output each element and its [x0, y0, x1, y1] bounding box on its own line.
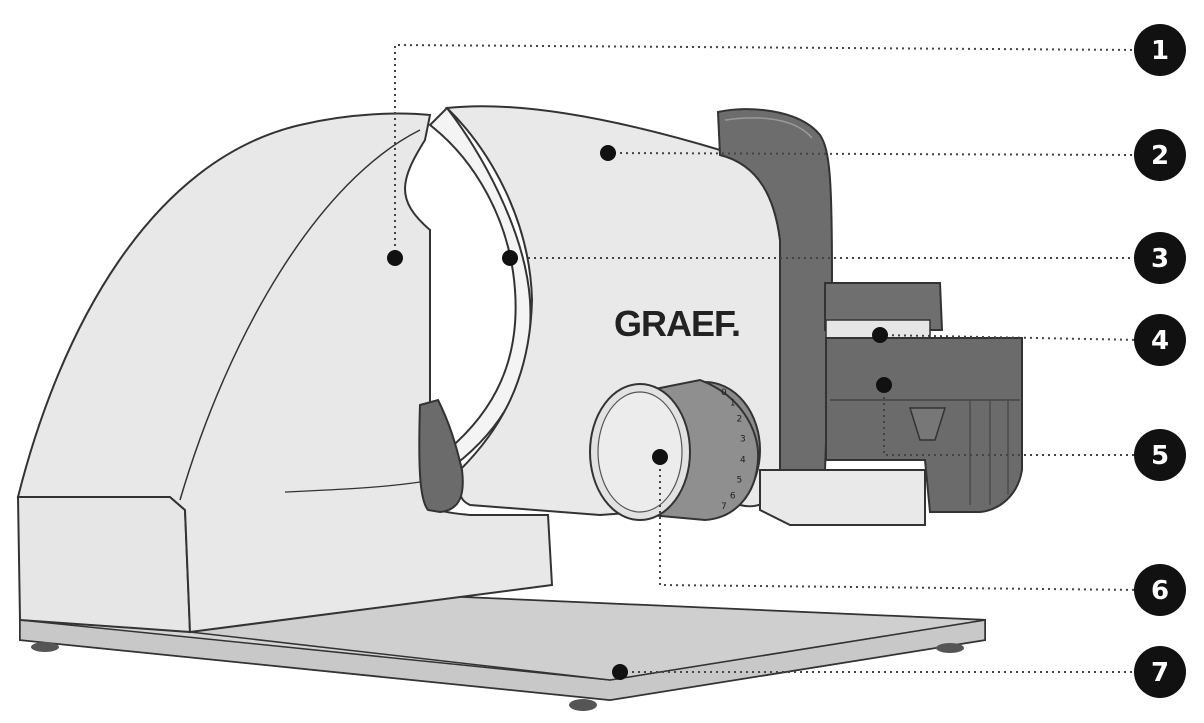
- callout-number: 4: [1151, 326, 1169, 356]
- dial-scale-number: 5: [737, 476, 743, 486]
- carriage: [716, 108, 1023, 526]
- blade-lever: [418, 398, 464, 514]
- leader-line-6: [659, 457, 1141, 591]
- leader-lines: [394, 43, 1141, 673]
- dial-scale-number: 1: [730, 398, 736, 408]
- callout-number: 6: [1151, 576, 1169, 606]
- anchor-dot-3: [502, 250, 518, 266]
- leader-dots: [387, 145, 892, 680]
- dial-scale-number: 3: [740, 434, 746, 444]
- callout-number: 5: [1151, 441, 1169, 471]
- anchor-dot-7: [612, 664, 628, 680]
- foot: [936, 643, 964, 653]
- callout-3: 3: [1134, 232, 1186, 284]
- foot: [569, 699, 597, 711]
- callout-7: 7: [1134, 646, 1186, 698]
- dial-scale-number: 7: [721, 502, 727, 512]
- thickness-dial: 012 3 4 567: [589, 378, 761, 522]
- dial-scale: 012 3 4 567: [721, 388, 746, 512]
- callout-4: 4: [1134, 314, 1186, 366]
- callout-number: 1: [1151, 36, 1169, 66]
- callout-number: 2: [1151, 141, 1169, 171]
- callout-6: 6: [1134, 564, 1186, 616]
- foot: [31, 642, 59, 652]
- callout-1: 1: [1134, 24, 1186, 76]
- anchor-dot-5: [876, 377, 892, 393]
- dial-scale-number: 6: [730, 492, 736, 502]
- callout-2: 2: [1134, 129, 1186, 181]
- dial-scale-number: 4: [740, 456, 746, 466]
- anchor-dot-6: [652, 449, 668, 465]
- leader-line-5: [883, 385, 1140, 456]
- anchor-dot-4: [872, 327, 888, 343]
- leader-line-4: [879, 334, 1141, 341]
- anchor-dot-1: [387, 250, 403, 266]
- housing: [16, 112, 554, 634]
- leader-line-1: [394, 43, 1141, 258]
- brand-logo: GRAEF.: [614, 303, 740, 344]
- dial-scale-number: 2: [737, 414, 743, 424]
- callout-number: 3: [1151, 244, 1169, 274]
- dial-scale-number: 0: [721, 388, 727, 398]
- anchor-dot-2: [600, 145, 616, 161]
- callout-number: 7: [1151, 658, 1169, 688]
- callout-5: 5: [1134, 429, 1186, 481]
